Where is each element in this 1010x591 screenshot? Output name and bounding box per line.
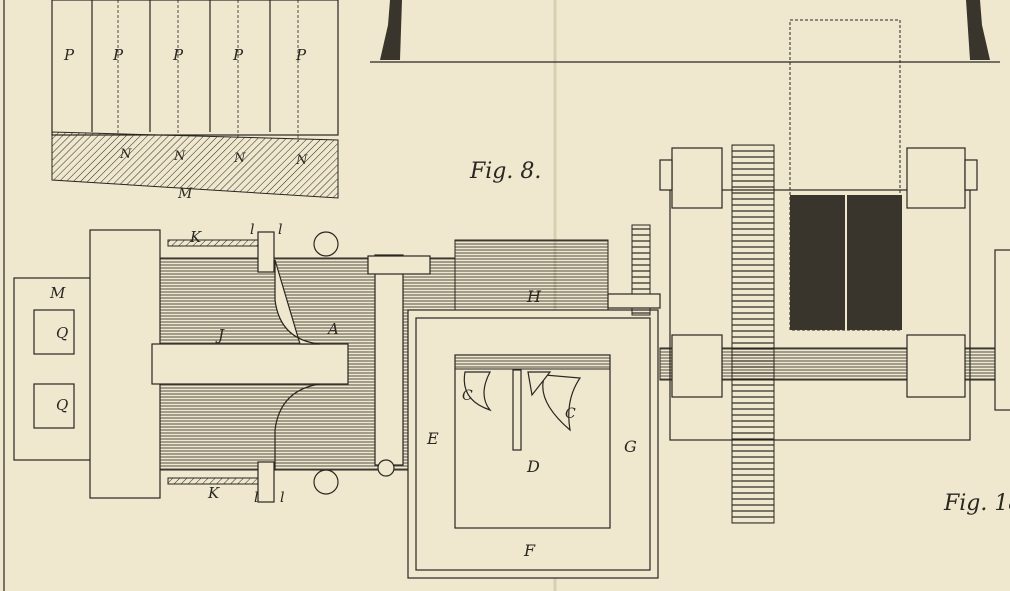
- label-l: l: [254, 490, 258, 506]
- label-n: N: [119, 147, 132, 162]
- label-l: l: [280, 490, 284, 506]
- label-n: N: [233, 151, 246, 166]
- label-n: N: [295, 153, 308, 168]
- label-c: C: [565, 406, 576, 422]
- label-l: l: [250, 222, 254, 238]
- fig8-caption: Fig. 8.: [469, 159, 541, 184]
- label-g: G: [624, 437, 637, 456]
- label-j: J: [215, 326, 225, 344]
- label-h: H: [526, 287, 542, 306]
- label-q: Q: [56, 396, 68, 414]
- label-d: D: [526, 457, 540, 476]
- label-l: l: [278, 222, 282, 238]
- label-q: Q: [56, 324, 68, 342]
- label-m: M: [49, 284, 66, 302]
- label-p: P: [295, 46, 307, 64]
- label-p: P: [63, 46, 75, 64]
- label-c: C: [462, 388, 473, 404]
- label-p: P: [112, 46, 124, 64]
- fig18-machine: [659, 19, 1010, 524]
- label-e: E: [426, 429, 439, 448]
- fig-top-base: [370, 0, 1000, 63]
- clamp-assembly: [13, 229, 456, 503]
- label-f: F: [523, 541, 536, 560]
- label-p: P: [172, 46, 184, 64]
- label-a: A: [326, 320, 339, 338]
- fig18-caption: Fig. 18: [943, 491, 1010, 516]
- label-n: N: [173, 149, 186, 164]
- casing-box: [407, 224, 661, 579]
- label-p: P: [232, 46, 244, 64]
- label-k: K: [207, 484, 220, 502]
- label-k: K: [189, 228, 202, 246]
- label-m: M: [177, 186, 193, 202]
- fig8-comb: [51, 0, 339, 199]
